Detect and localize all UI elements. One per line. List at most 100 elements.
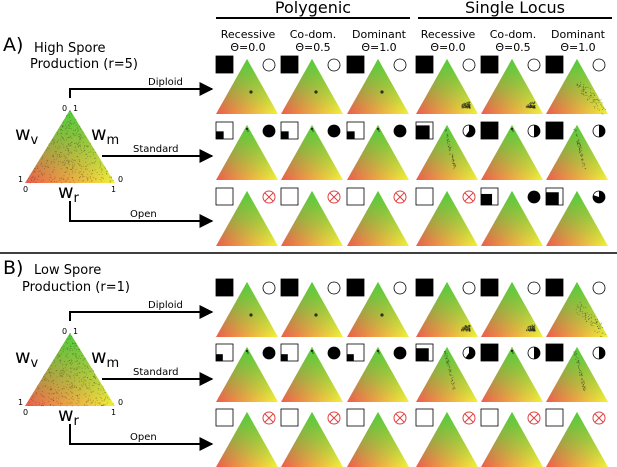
scatter-point (55, 150, 57, 152)
scatter-point (575, 353, 577, 354)
scatter-point (71, 405, 73, 407)
scatter-point (66, 133, 68, 135)
scatter-point (62, 364, 64, 366)
scatter-point (29, 182, 31, 184)
scatter-point (110, 176, 112, 178)
scatter-point (86, 377, 89, 379)
scatter-point (65, 139, 68, 141)
scatter-point (30, 177, 33, 179)
scatter-point (76, 357, 78, 359)
open-row-label: Open (130, 432, 157, 443)
scatter-point (581, 159, 583, 161)
scatter-point (73, 386, 75, 388)
simplex-green-overlay (25, 333, 115, 406)
population-square (415, 408, 434, 427)
scatter-point (77, 129, 80, 131)
scatter-point (581, 92, 583, 94)
scatter-point (63, 125, 65, 127)
scatter-point (595, 322, 597, 324)
cell-simplex (216, 125, 278, 180)
scatter-point (66, 137, 68, 139)
scatter-point (71, 177, 74, 179)
scatter-point (79, 171, 81, 173)
scatter-point (83, 171, 85, 173)
scatter-point (63, 348, 65, 350)
scatter-point (526, 330, 528, 332)
result-cell (480, 187, 543, 246)
standard-row-label: Standard (133, 144, 179, 155)
scatter-point (582, 89, 584, 91)
scatter-point (577, 143, 578, 145)
scatter-point (582, 165, 584, 167)
scatter-point (452, 389, 454, 390)
scatter-point (74, 385, 76, 387)
scatter-point (63, 162, 65, 164)
scatter-point (100, 165, 102, 167)
scatter-point (71, 113, 73, 115)
scatter-point (67, 153, 69, 155)
scatter-point (90, 151, 92, 153)
scatter-point (63, 159, 66, 161)
cell-scatter (310, 349, 314, 354)
scatter-point (578, 314, 580, 316)
scatter-point (451, 160, 453, 162)
scatter-point (72, 353, 74, 356)
scatter-point (36, 404, 38, 406)
scatter-point (61, 126, 63, 128)
scatter-point (597, 320, 599, 322)
open-arrow (69, 424, 214, 451)
scatter-point (446, 353, 448, 355)
scatter-point (449, 371, 450, 373)
scatter-point (449, 374, 451, 376)
scatter-point (50, 176, 52, 178)
scatter-point (453, 162, 455, 164)
scatter-point (527, 329, 529, 332)
scatter-point (310, 349, 314, 353)
scatter-point (56, 376, 58, 378)
scatter-point (59, 360, 61, 362)
scatter-point (447, 358, 449, 360)
scatter-point (85, 383, 87, 385)
scatter-point (534, 330, 536, 332)
population-square-fill (347, 56, 364, 73)
cell-simplex (347, 59, 409, 114)
scatter-point (69, 164, 71, 166)
scatter-point (100, 398, 102, 400)
column-theta-label: Θ=0.5 (495, 41, 530, 54)
scatter-point (32, 177, 34, 179)
scatter-point (595, 322, 597, 324)
scatter-point (576, 84, 578, 86)
scatter-point (577, 362, 578, 364)
scatter-point (104, 391, 106, 394)
scatter-point (73, 347, 75, 349)
scatter-point (58, 155, 60, 158)
scatter-point (96, 171, 98, 174)
wv-label: wv (15, 123, 39, 148)
scatter-point (447, 135, 449, 137)
scatter-point (100, 168, 102, 170)
scatter-point (583, 87, 585, 89)
scatter-point (72, 168, 74, 170)
scatter-point (41, 173, 43, 175)
scatter-point (445, 362, 447, 364)
scatter-point (72, 384, 74, 386)
scatter-point (32, 397, 34, 399)
scatter-point (95, 383, 97, 385)
scatter-point (79, 176, 81, 178)
scatter-point (78, 355, 80, 357)
scatter-point (48, 143, 50, 145)
scatter-point (36, 178, 38, 180)
cell-simplex (546, 347, 608, 402)
scatter-point (75, 355, 77, 357)
scatter-point (585, 313, 587, 315)
scatter-point (86, 153, 88, 155)
scatter-point (75, 343, 77, 345)
column-theta-label: Θ=0.0 (230, 41, 265, 54)
scatter-point (42, 174, 44, 176)
cell-simplex (216, 412, 278, 467)
scatter-point (529, 327, 531, 329)
scatter-point (63, 154, 65, 156)
scatter-point (108, 398, 110, 400)
scatter-point (71, 342, 74, 344)
scatter-point (589, 97, 591, 99)
